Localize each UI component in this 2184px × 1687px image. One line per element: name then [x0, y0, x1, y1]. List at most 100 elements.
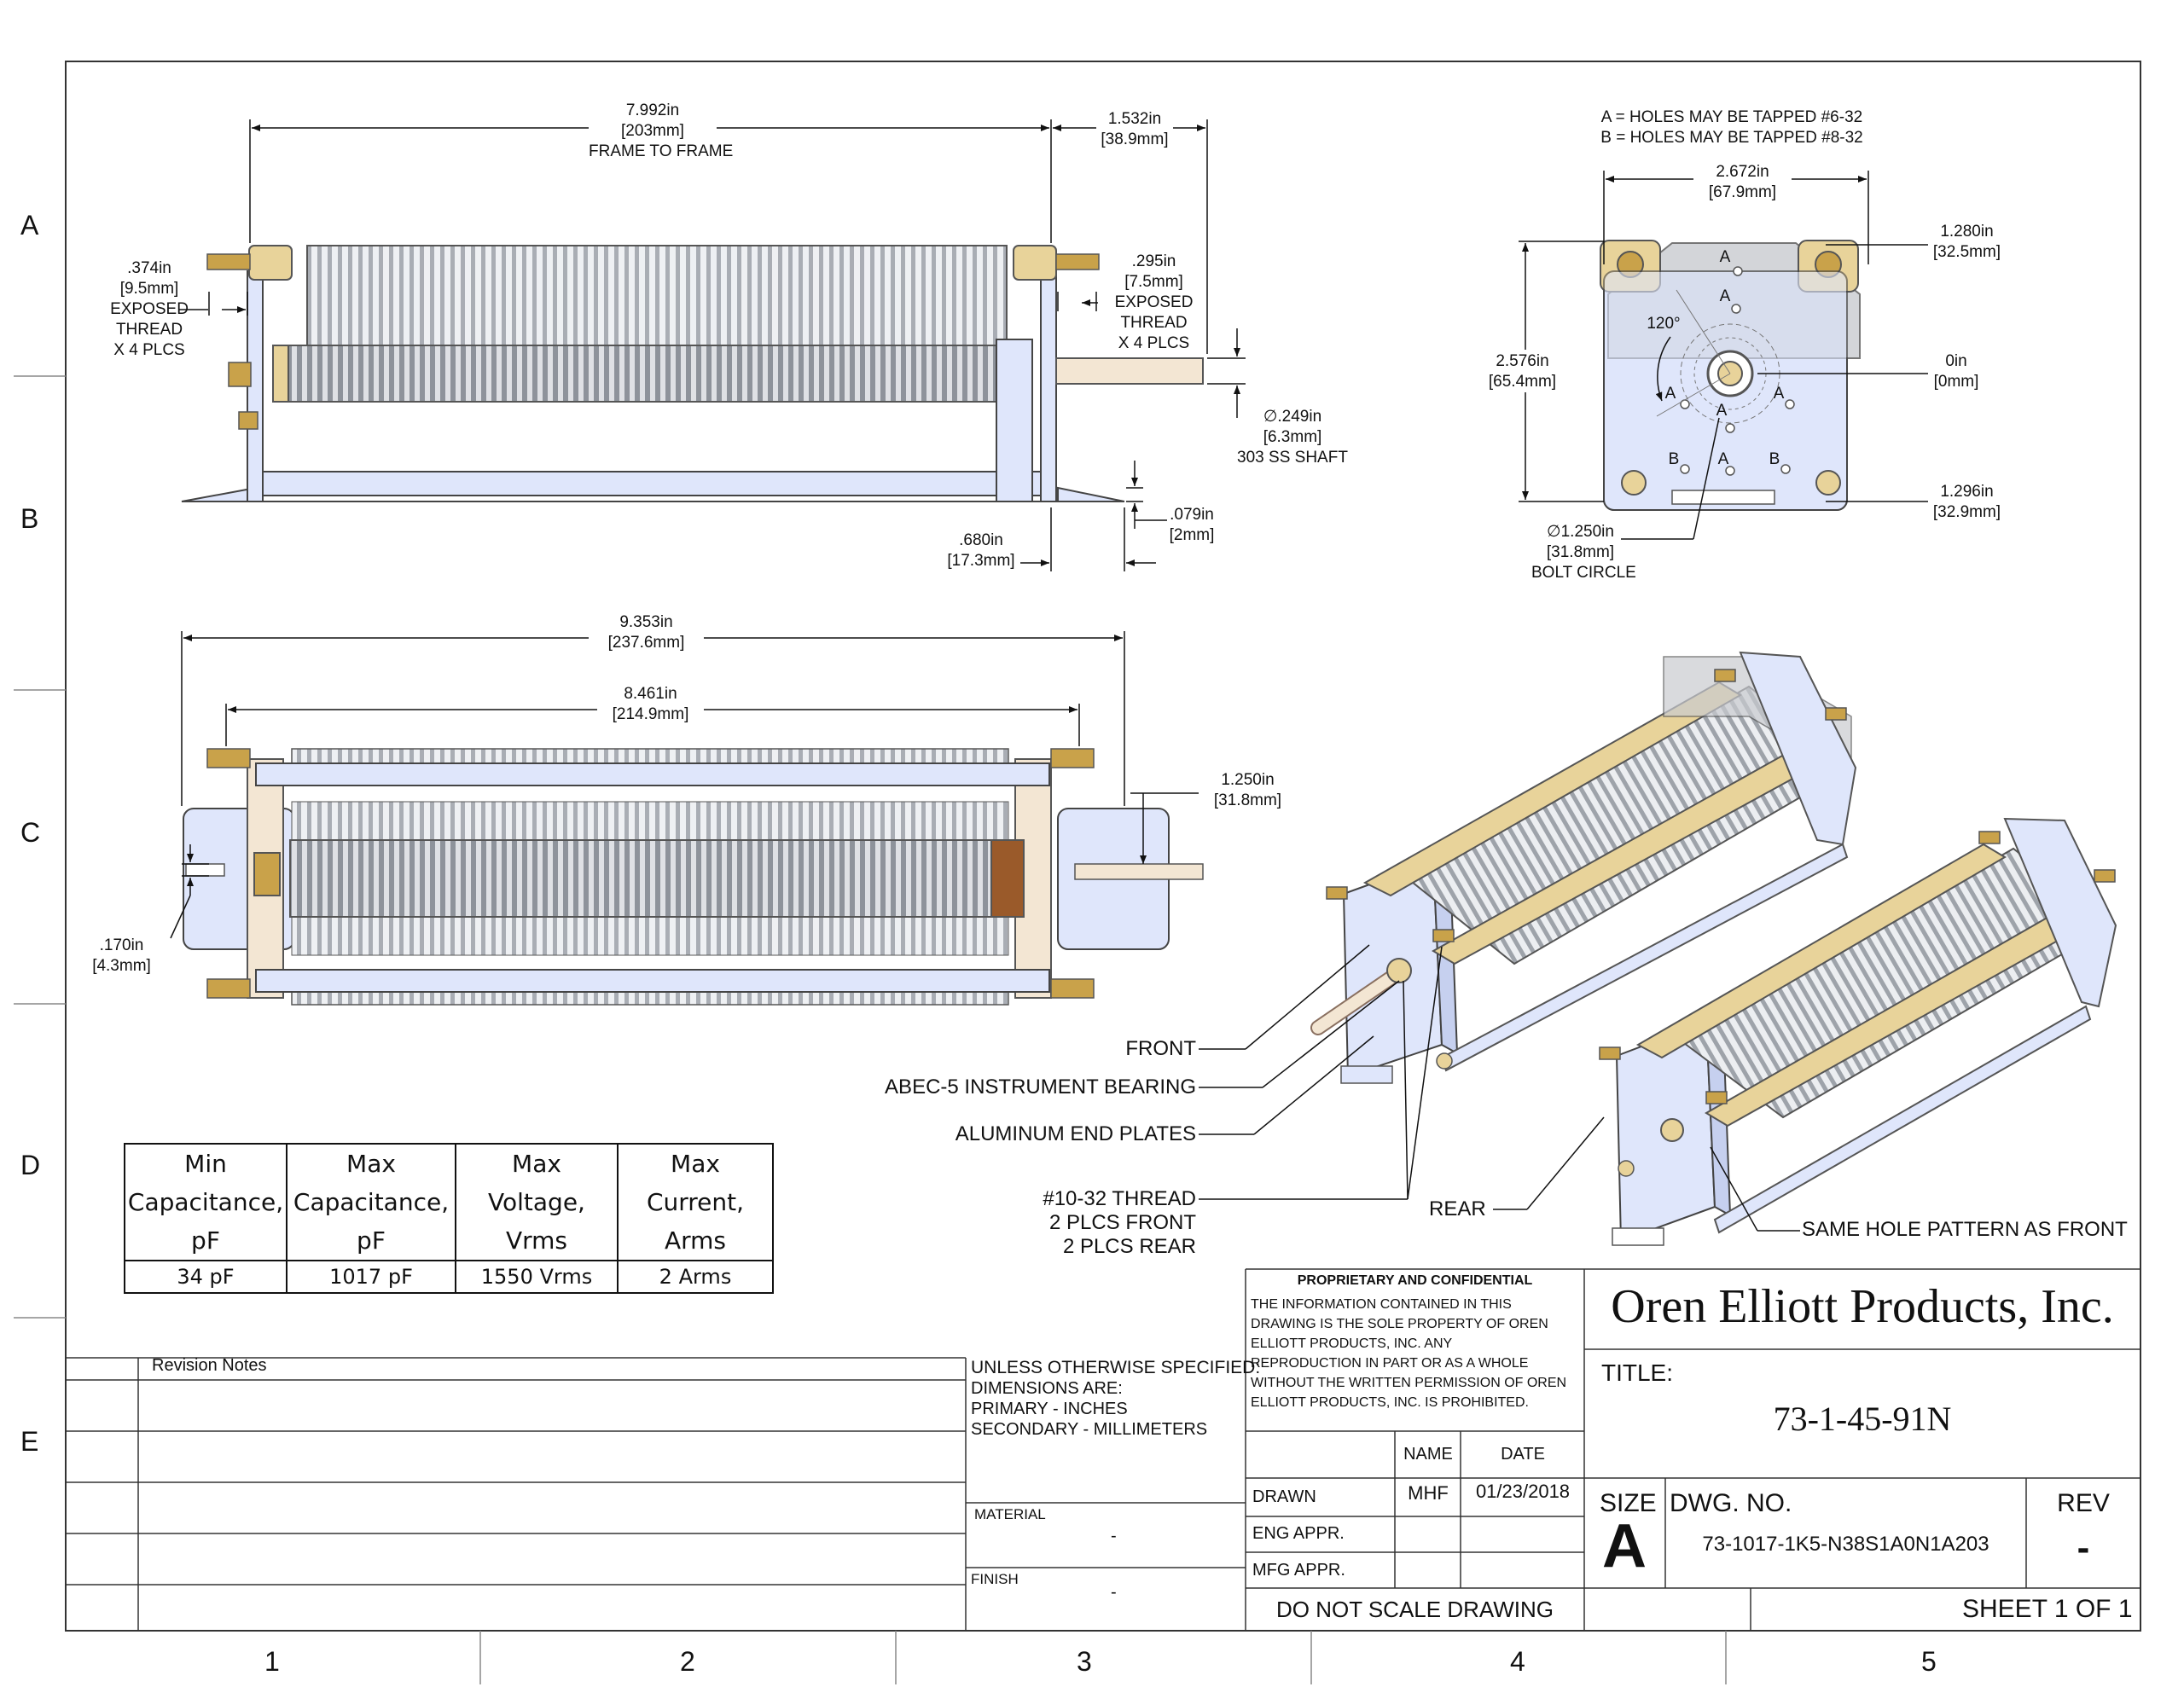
proprietary-line: ELLIOTT PRODUCTS, INC. IS PROHIBITED. [1251, 1395, 1529, 1410]
dwg-number-value: 73-1017-1K5-N38S1A0N1A203 [1702, 1533, 1989, 1556]
hole-letter: B [1668, 450, 1680, 468]
zone-col-1: 1 [264, 1646, 280, 1677]
dim-note: X 4 PLCS [113, 341, 185, 359]
zone-row-b: B [20, 503, 39, 534]
callout-rear: REAR [1429, 1197, 1486, 1220]
unless-line: UNLESS OTHERWISE SPECIFIED: [971, 1358, 1261, 1377]
dim-slot-length: 1.250in [31.8mm] [1207, 770, 1288, 811]
value-max-voltage: 1550 Vrms [455, 1260, 619, 1294]
dim-note: THREAD [1120, 314, 1188, 332]
name-col-label: NAME [1403, 1445, 1453, 1464]
proprietary-line: ELLIOTT PRODUCTS, INC. ANY [1251, 1336, 1453, 1351]
dim-note: EXPOSED [1114, 293, 1194, 311]
company-name: Oren Elliott Products, Inc. [1611, 1280, 2114, 1333]
finish-value: - [1111, 1583, 1117, 1602]
value-max-current: 2 Arms [617, 1260, 774, 1294]
dim-value: .295in [1131, 252, 1176, 270]
dim-value: 1.296in [1940, 483, 1994, 501]
plan-view [183, 748, 1204, 1006]
dim-value: .680in [959, 531, 1003, 549]
proprietary-line: REPRODUCTION IN PART OR AS A WHOLE [1251, 1356, 1529, 1371]
drawn-date: 01/23/2018 [1475, 1481, 1571, 1502]
dim-shaft-diameter: ∅.249in [6.3mm] 303 SS SHAFT [1228, 407, 1356, 468]
proprietary-title: PROPRIETARY AND CONFIDENTIAL [1297, 1273, 1533, 1288]
callout-thread: #10-32 THREAD 2 PLCS FRONT 2 PLCS REAR [1043, 1187, 1196, 1259]
dim-note: THREAD [115, 321, 183, 339]
callout-end-plates: ALUMINUM END PLATES [955, 1122, 1196, 1145]
dim-shaft-extension: 1.532in [38.9mm] [1096, 109, 1173, 150]
dim-value-mm: [67.9mm] [1708, 183, 1777, 201]
zone-row-d: D [20, 1150, 41, 1180]
value-max-capacitance: 1017 pF [286, 1260, 456, 1294]
dim-value: 0in [1945, 352, 1967, 370]
zone-row-c: C [20, 817, 41, 848]
dim-frame-to-frame: 7.992in [203mm] FRAME TO FRAME [589, 101, 733, 162]
zone-col-4: 4 [1510, 1646, 1525, 1677]
dim-value: 9.353in [619, 613, 673, 631]
dim-value-mm: [32.5mm] [1932, 243, 2001, 261]
side-view [181, 245, 1204, 502]
dim-angle: 120° [1647, 315, 1681, 333]
finish-label: FINISH [971, 1571, 1019, 1587]
material-value: - [1111, 1527, 1117, 1545]
note-a: A = HOLES MAY BE TAPPED #6-32 [1600, 108, 1863, 126]
dim-value-mm: [7.5mm] [1124, 273, 1183, 291]
proprietary-text: THE INFORMATION CONTAINED IN THIS DRAWIN… [1251, 1295, 1566, 1412]
sheet-border [65, 61, 2141, 1632]
dim-note: BOLT CIRCLE [1531, 564, 1636, 582]
callout-thread-line: 2 PLCS FRONT [1048, 1211, 1196, 1234]
zone-col-3: 3 [1077, 1646, 1092, 1677]
dim-value-mm: [6.3mm] [1263, 428, 1322, 446]
dim-value-mm: [65.4mm] [1488, 373, 1557, 391]
dim-bottom-hole-height: 1.296in [32.9mm] [1926, 482, 2007, 523]
dim-plate-width: 2.672in [67.9mm] [1693, 162, 1792, 203]
dim-value: 1.280in [1940, 223, 1994, 241]
dim-value: .374in [127, 259, 171, 277]
size-label: SIZE [1600, 1489, 1657, 1517]
unless-line: DIMENSIONS ARE: [971, 1379, 1123, 1398]
front-view [1600, 240, 1861, 511]
title-label: TITLE: [1601, 1359, 1674, 1386]
dim-foot: .680in [17.3mm] [943, 530, 1019, 571]
dim-bolt-circle: ∅1.250in [31.8mm] BOLT CIRCLE [1531, 522, 1636, 583]
zone-col-2: 2 [680, 1646, 695, 1677]
dim-value: .079in [1170, 506, 1214, 524]
title-value: 73-1-45-91N [1773, 1400, 1952, 1438]
dim-slot-width: .170in [4.3mm] [81, 936, 162, 977]
dim-right-thread: .295in [7.5mm] EXPOSED THREAD X 4 PLCS [1109, 252, 1199, 354]
dim-plate-height: 2.576in [65.4mm] [1478, 351, 1567, 392]
dim-value: 1.250in [1221, 771, 1275, 789]
dim-value-mm: [17.3mm] [947, 552, 1015, 570]
dim-value-mm: [32.9mm] [1932, 503, 2001, 521]
dim-value-mm: [214.9mm] [612, 705, 689, 723]
dim-value: 2.576in [1496, 352, 1549, 370]
iso-view-front [1310, 651, 1857, 1084]
dimension-lines [170, 119, 1928, 1232]
dim-left-thread: .374in [9.5mm] EXPOSED THREAD X 4 PLCS [107, 258, 192, 361]
dim-value: 1.532in [1107, 110, 1162, 128]
dim-value-mm: [31.8mm] [1546, 543, 1615, 561]
dim-value-mm: [2mm] [1169, 526, 1215, 544]
dim-note: 303 SS SHAFT [1237, 449, 1348, 467]
dim-note: X 4 PLCS [1118, 334, 1190, 352]
spec-value-row: 34 pF 1017 pF 1550 Vrms 2 Arms [124, 1260, 774, 1294]
callout-thread-line: 2 PLCS REAR [1062, 1235, 1196, 1258]
rev-label: REV [2057, 1489, 2110, 1517]
hole-letter: A [1719, 287, 1731, 305]
dim-value-mm: [31.8mm] [1213, 791, 1282, 809]
dim-value: ∅.249in [1263, 408, 1322, 426]
no-scale-note: DO NOT SCALE DRAWING [1275, 1597, 1554, 1622]
dim-note: EXPOSED [110, 300, 189, 318]
drawn-label: DRAWN [1252, 1487, 1316, 1506]
dim-value: .170in [99, 936, 144, 954]
note-b: B = HOLES MAY BE TAPPED #8-32 [1600, 129, 1863, 147]
dim-value: 8.461in [624, 685, 677, 703]
hole-letter: A [1717, 450, 1729, 468]
dim-value-mm: [4.3mm] [92, 957, 151, 975]
dim-value: 7.992in [625, 101, 680, 119]
dim-plate-thickness: .079in [2mm] [1162, 505, 1222, 546]
revision-notes-label: Revision Notes [152, 1356, 267, 1375]
